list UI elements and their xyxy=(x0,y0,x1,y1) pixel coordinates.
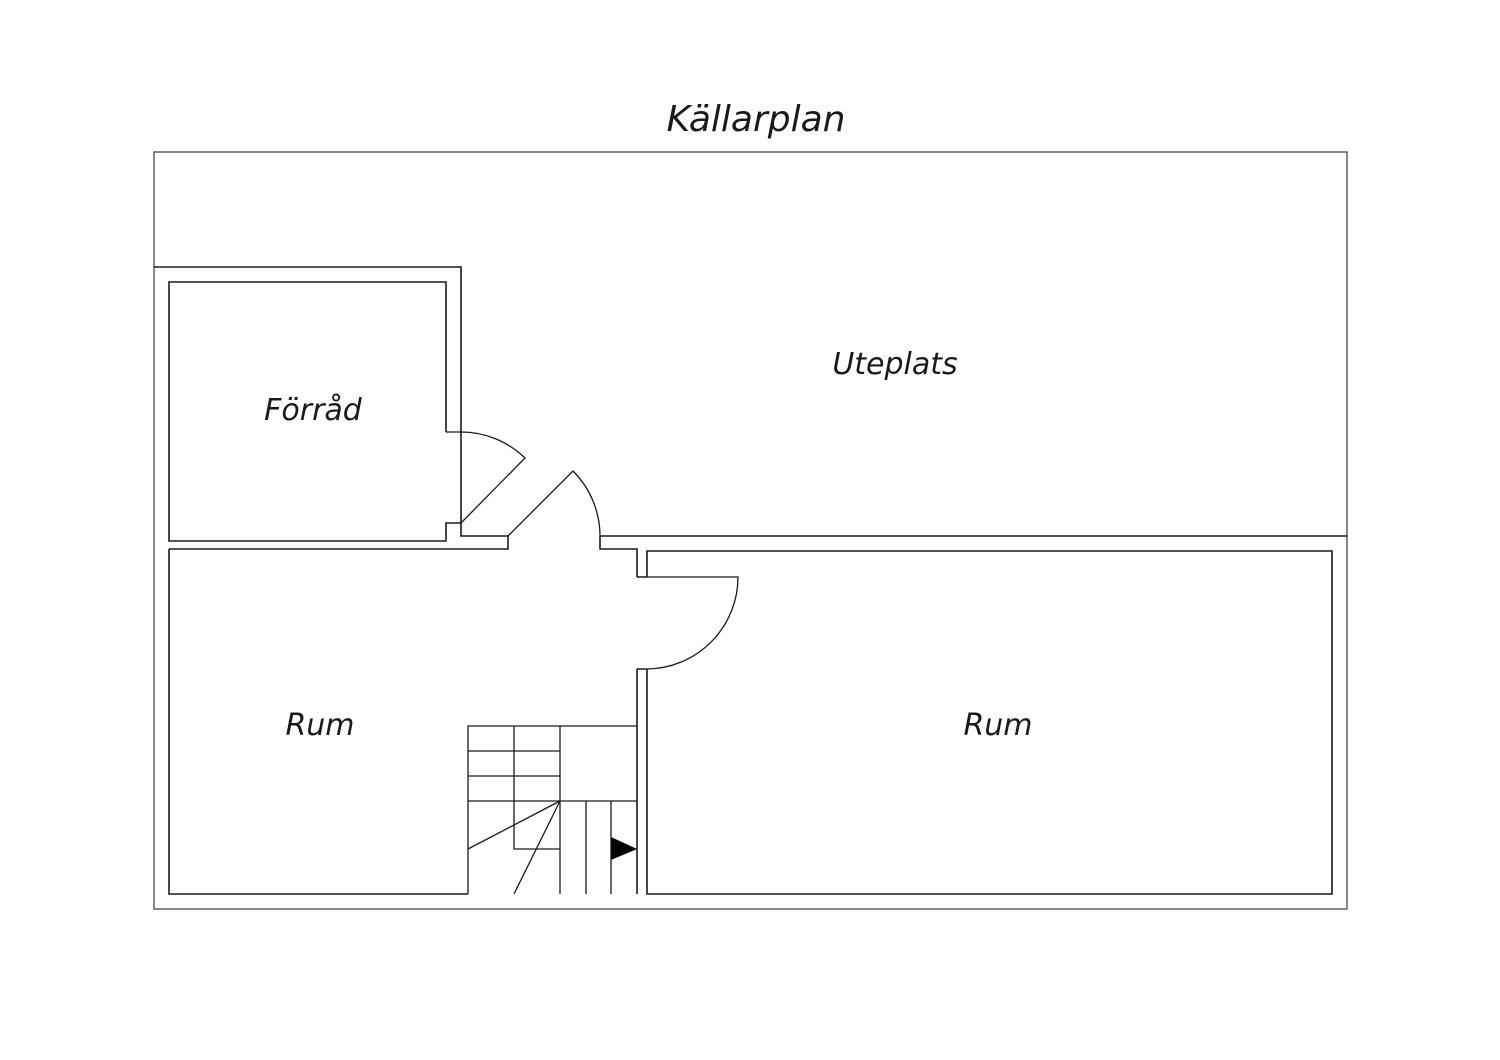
room-label-patio: Uteplats xyxy=(832,347,957,382)
right-room-door-swing xyxy=(646,576,739,670)
staircase xyxy=(467,725,638,895)
room-label-left: Rum xyxy=(285,708,354,743)
stair-winder-lines xyxy=(467,800,561,895)
stair-lower-treads xyxy=(585,801,612,894)
storage-outer-wall xyxy=(154,266,509,550)
stair-outline xyxy=(467,725,637,894)
hall-top-wall xyxy=(599,536,638,577)
partition-door-jamb xyxy=(637,576,647,670)
left-room-wall xyxy=(168,549,468,895)
stair-direction-arrow-icon xyxy=(611,837,638,860)
entrance-door-swing xyxy=(507,470,601,537)
room-label-storage: Förråd xyxy=(264,393,363,428)
storage-door-swing xyxy=(446,431,526,524)
room-label-right: Rum xyxy=(963,708,1032,743)
plan-title: Källarplan xyxy=(667,99,846,140)
right-room-wall xyxy=(646,550,1333,895)
stair-upper-treads xyxy=(468,726,637,894)
storage-inner-wall xyxy=(168,281,461,542)
outer-boundary xyxy=(153,151,1348,910)
